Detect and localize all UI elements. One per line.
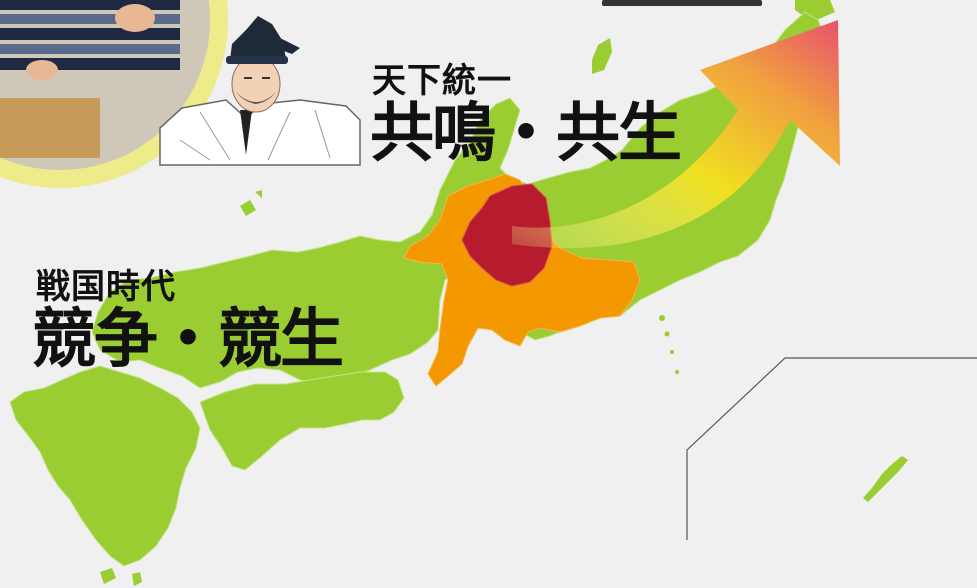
oki-island [240, 200, 256, 216]
oki-islet [255, 190, 262, 198]
okinawa-island [863, 456, 908, 502]
tanegashima [100, 568, 116, 584]
sengoku-era-title: 競争・競生 [32, 302, 344, 377]
unification-era-subtitle: 天下統一 [372, 61, 512, 101]
yakushima [132, 572, 142, 586]
kyushu-land [9, 365, 201, 567]
izu-island-2 [664, 331, 670, 337]
sengoku-era-subtitle: 戦国時代 [36, 267, 176, 307]
shikoku-land [199, 371, 405, 471]
top-frame-edge [602, 0, 762, 6]
unification-era-title: 共鳴・共生 [370, 96, 682, 171]
sado-island [592, 38, 612, 74]
core-region [461, 183, 553, 287]
growth-arrow-icon [512, 20, 840, 249]
izu-island-4 [675, 370, 679, 374]
izu-island-3 [670, 350, 674, 354]
okinawa-inset-frame [686, 357, 977, 540]
izu-island [659, 315, 665, 321]
warlord-portrait-icon [159, 16, 361, 166]
